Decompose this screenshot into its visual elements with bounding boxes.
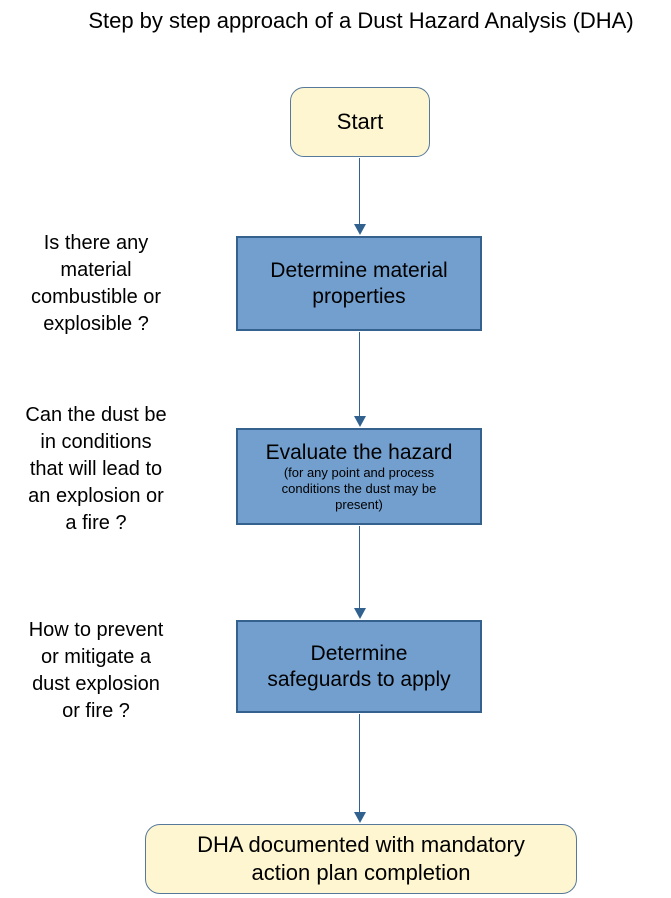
- flow-arrow-4: [353, 714, 366, 823]
- diagram-title: Step by step approach of a Dust Hazard A…: [88, 8, 634, 33]
- question-label-conditions: Can the dust be in conditions that will …: [25, 404, 167, 534]
- flow-arrow-3: [353, 526, 366, 619]
- end-label: DHA documented with mandatory action pla…: [197, 832, 525, 885]
- question-label-prevention: How to prevent or mitigate a dust explos…: [28, 619, 164, 722]
- flow-arrow-1: [353, 158, 366, 235]
- process-sublabel: (for any point and process conditions th…: [281, 465, 437, 512]
- process-label: Determine material properties: [270, 258, 448, 308]
- start-label: Start: [336, 109, 384, 134]
- process-box-safeguards: Determine safeguards to apply: [236, 620, 482, 713]
- process-label: Evaluate the hazard: [265, 441, 453, 464]
- question-label-material: Is there any material combustible or exp…: [30, 232, 162, 335]
- flow-arrow-2: [353, 332, 366, 427]
- process-box-evaluate-hazard: Evaluate the hazard (for any point and p…: [236, 428, 482, 525]
- start-node: Start: [290, 87, 430, 157]
- arrow-head-icon: [353, 224, 366, 235]
- end-node: DHA documented with mandatory action pla…: [145, 824, 577, 894]
- arrow-shaft: [358, 158, 361, 225]
- process-label: Determine safeguards to apply: [267, 641, 451, 691]
- arrow-shaft: [358, 332, 361, 417]
- arrow-shaft: [358, 526, 361, 609]
- arrow-head-icon: [353, 608, 366, 619]
- process-box-material-properties: Determine material properties: [236, 236, 482, 331]
- arrow-head-icon: [353, 416, 366, 427]
- arrow-shaft: [358, 714, 361, 813]
- arrow-head-icon: [353, 812, 366, 823]
